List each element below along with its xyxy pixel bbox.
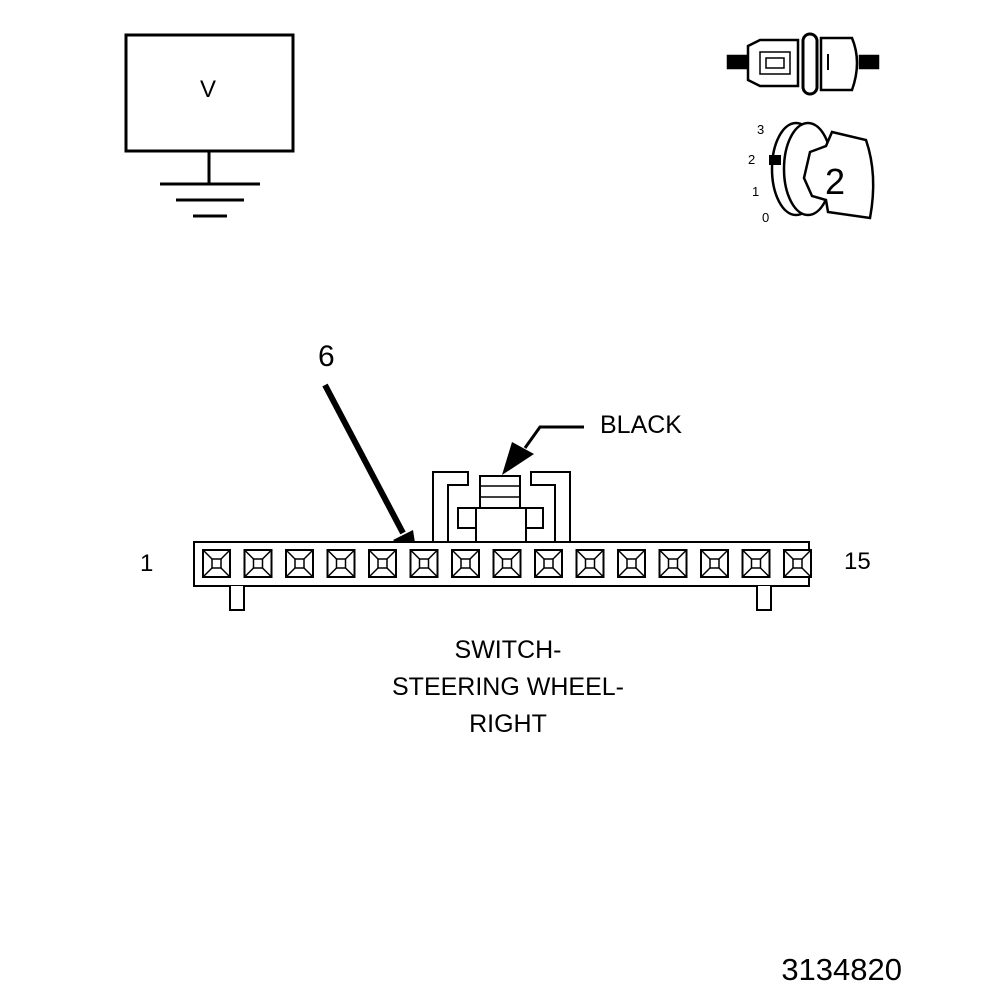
ignition-position-3: 3: [757, 122, 765, 137]
cavity-pin-4: [326, 549, 356, 578]
cavity-pin-13: [700, 549, 729, 578]
ignition-position-0: 0: [762, 210, 770, 225]
pin-callout-arrow: [322, 383, 418, 562]
connector-disconnect-icon: [726, 32, 880, 96]
connector-name-line-1: SWITCH-: [454, 636, 562, 664]
connector-housing: [193, 471, 810, 611]
cavity-pin-6: [409, 549, 439, 578]
cavity-pin-2: [243, 549, 273, 578]
ignition-position-2: 2: [748, 152, 756, 167]
color-leader-arrow: [502, 425, 584, 475]
connector-cavities: [202, 549, 812, 578]
cavity-pin-1: [202, 549, 231, 578]
connector-color-label: BLACK: [600, 411, 682, 439]
cavity-pin-3: [285, 549, 314, 578]
ignition-key-icon: [769, 121, 875, 220]
cavity-pin-11: [617, 549, 646, 578]
connector-name: SWITCH- STEERING WHEEL- RIGHT: [350, 632, 666, 743]
cavity-pin-7: [451, 549, 480, 578]
first-pin-number: 1: [140, 550, 154, 577]
voltmeter-icon: [124, 33, 295, 184]
figure-number: 3134820: [781, 952, 902, 987]
cavity-pin-10: [575, 549, 605, 578]
cavity-pin-9: [534, 549, 563, 578]
connector-name-line-3: RIGHT: [469, 710, 547, 738]
cavity-pin-5: [368, 549, 397, 578]
callout-pin-number: 6: [318, 340, 335, 373]
last-pin-number: 15: [844, 548, 871, 575]
meter-letter: V: [200, 76, 217, 103]
cavity-pin-8: [492, 549, 522, 578]
ignition-position-1: 1: [752, 184, 760, 199]
key-position-label: 2: [825, 161, 846, 202]
connector-name-line-2: STEERING WHEEL-: [392, 673, 624, 701]
cavity-pin-12: [658, 549, 688, 578]
cavity-pin-14: [741, 549, 771, 578]
cavity-pin-15: [783, 549, 812, 578]
ground-icon: [160, 182, 260, 218]
